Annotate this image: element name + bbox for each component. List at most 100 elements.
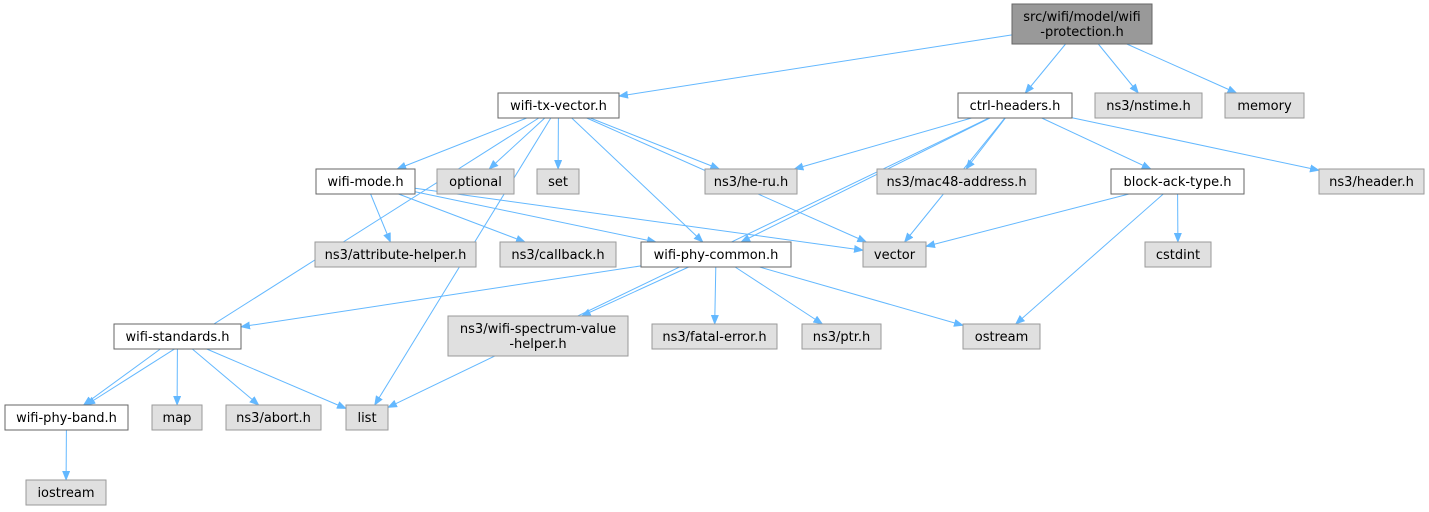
node-label: -helper.h xyxy=(509,337,566,352)
edge-wifi-phy-common-to-ostream xyxy=(759,266,964,327)
edge-block-ack-type-to-vector xyxy=(925,193,1130,249)
node-ptr: ns3/ptr.h xyxy=(801,323,882,350)
node-box xyxy=(801,323,882,350)
node-box xyxy=(497,92,620,119)
node-box xyxy=(151,404,203,431)
node-label: ctrl-headers.h xyxy=(970,99,1061,114)
edge-root-to-wifi-tx-vector xyxy=(618,34,1013,99)
edge-wifi-phy-common-to-fatal-error xyxy=(710,266,719,325)
node-label: list xyxy=(357,411,376,426)
node-box xyxy=(25,479,107,506)
node-box xyxy=(345,404,389,431)
edge-root-to-memory xyxy=(1126,43,1238,94)
node-label: iostream xyxy=(37,486,94,501)
node-set: set xyxy=(536,168,580,195)
edge-wifi-tx-vector-to-wifi-phy-common xyxy=(571,117,704,243)
edge-wifi-mode-to-vector xyxy=(414,187,864,253)
node-iostream: iostream xyxy=(25,479,107,506)
node-box xyxy=(876,168,1037,195)
node-label: wifi-mode.h xyxy=(327,175,403,190)
node-wifi-standards[interactable]: wifi-standards.h xyxy=(113,323,242,350)
node-label: ns3/fatal-error.h xyxy=(662,330,766,345)
edge-ctrl-headers-to-he-ru xyxy=(793,117,972,171)
node-box xyxy=(1144,241,1212,268)
node-box xyxy=(1094,92,1203,119)
node-box xyxy=(862,241,927,268)
node-header: ns3/header.h xyxy=(1318,168,1425,195)
node-box xyxy=(651,323,778,350)
node-box xyxy=(1110,168,1245,195)
node-wifi-mode[interactable]: wifi-mode.h xyxy=(315,168,416,195)
node-memory: memory xyxy=(1224,92,1305,119)
node-cstdint: cstdint xyxy=(1144,241,1212,268)
edge-wifi-tx-vector-to-he-ru xyxy=(590,117,721,170)
node-label: map xyxy=(163,411,192,426)
node-label: ns3/header.h xyxy=(1329,175,1414,190)
edge-wifi-tx-vector-to-wifi-mode xyxy=(396,117,527,170)
edge-wifi-phy-common-to-ptr xyxy=(734,266,824,325)
node-box xyxy=(962,323,1041,350)
node-label: ns3/nstime.h xyxy=(1106,99,1190,114)
node-vector: vector xyxy=(862,241,927,268)
node-label: wifi-tx-vector.h xyxy=(510,99,607,114)
node-box xyxy=(499,241,617,268)
node-fatal-error: ns3/fatal-error.h xyxy=(651,323,778,350)
node-map: map xyxy=(151,404,203,431)
node-nstime: ns3/nstime.h xyxy=(1094,92,1203,119)
node-label: cstdint xyxy=(1156,248,1200,263)
node-he-ru: ns3/he-ru.h xyxy=(704,168,798,195)
node-label: optional xyxy=(449,175,502,190)
node-label: ns3/abort.h xyxy=(236,411,311,426)
edge-wifi-tx-vector-to-wifi-phy-band xyxy=(85,117,540,406)
node-box xyxy=(957,92,1073,119)
node-abort: ns3/abort.h xyxy=(225,404,322,431)
node-box xyxy=(436,168,515,195)
node-list: list xyxy=(345,404,389,431)
node-box xyxy=(315,168,416,195)
node-label: wifi-phy-common.h xyxy=(654,248,779,263)
node-box xyxy=(314,241,477,268)
edge-ctrl-headers-to-block-ack-type xyxy=(1041,117,1152,170)
node-optional: optional xyxy=(436,168,515,195)
edge-wifi-mode-to-attribute-helper xyxy=(370,193,391,243)
node-wifi-tx-vector[interactable]: wifi-tx-vector.h xyxy=(497,92,620,119)
edge-ctrl-headers-to-header xyxy=(1071,117,1320,173)
edge-block-ack-type-to-ostream xyxy=(1014,193,1164,325)
edge-wifi-standards-to-abort xyxy=(191,348,260,406)
node-wifi-phy-band[interactable]: wifi-phy-band.h xyxy=(4,404,129,431)
node-box xyxy=(1011,3,1153,45)
node-box xyxy=(640,241,792,268)
node-label: ns3/mac48-address.h xyxy=(886,175,1026,190)
nodes: src/wifi/model/wifi-protection.h wifi-tx-… xyxy=(4,3,1425,506)
edge-wifi-mode-to-wifi-phy-common xyxy=(414,191,657,245)
node-box xyxy=(1318,168,1425,195)
edge-root-to-ctrl-headers xyxy=(1024,43,1066,94)
node-label: ns3/attribute-helper.h xyxy=(325,248,467,263)
node-box xyxy=(225,404,322,431)
node-block-ack-type[interactable]: block-ack-type.h xyxy=(1110,168,1245,195)
node-label: set xyxy=(548,175,568,190)
node-wifi-phy-common[interactable]: wifi-phy-common.h xyxy=(640,241,792,268)
node-box xyxy=(113,323,242,350)
node-mac48: ns3/mac48-address.h xyxy=(876,168,1037,195)
edge-wifi-standards-to-wifi-phy-band xyxy=(82,348,161,406)
node-box xyxy=(4,404,129,431)
node-box xyxy=(1224,92,1305,119)
edge-ctrl-headers-to-mac48 xyxy=(965,117,1006,170)
edge-wifi-tx-vector-to-optional xyxy=(488,117,546,170)
node-ostream: ostream xyxy=(962,323,1041,350)
edge-wifi-standards-to-list xyxy=(206,348,347,409)
node-spectrum-value-helper: ns3/wifi-spectrum-value-helper.h xyxy=(447,315,629,357)
node-root[interactable]: src/wifi/model/wifi-protection.h xyxy=(1011,3,1153,45)
edge-wifi-mode-to-callback xyxy=(398,193,526,243)
node-label: wifi-standards.h xyxy=(126,330,230,345)
node-ctrl-headers[interactable]: ctrl-headers.h xyxy=(957,92,1073,119)
node-label: vector xyxy=(874,248,916,263)
node-box xyxy=(536,168,580,195)
edge-ctrl-headers-to-wifi-phy-common xyxy=(740,117,991,243)
node-label: ns3/callback.h xyxy=(511,248,604,263)
node-label: block-ack-type.h xyxy=(1124,175,1232,190)
edge-wifi-phy-common-to-wifi-standards xyxy=(240,265,642,330)
node-label: ns3/wifi-spectrum-value xyxy=(460,322,616,337)
